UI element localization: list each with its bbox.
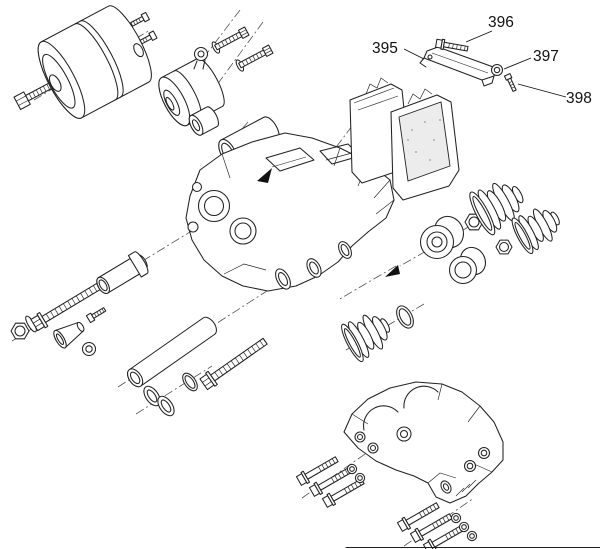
o-ring-small — [182, 372, 198, 392]
tapered-bush — [53, 321, 85, 349]
hex-plug — [495, 239, 513, 255]
actuator-fitting — [193, 46, 209, 70]
pad-retainer — [419, 46, 497, 87]
connector-piece — [188, 106, 219, 136]
mounting-stud — [234, 43, 275, 73]
o-ring-large — [396, 305, 414, 329]
assembly-arrow — [385, 265, 400, 277]
guide-bolt — [29, 279, 104, 333]
washer — [466, 530, 478, 542]
washer — [346, 463, 358, 475]
lock-washer — [490, 63, 504, 77]
guide-pin-boot-outer — [469, 182, 524, 236]
washer — [458, 521, 470, 533]
part-label-398: 398 — [566, 90, 592, 107]
pin-bushing — [448, 246, 486, 285]
guide-sleeve — [96, 251, 149, 294]
part-label-397: 397 — [533, 48, 559, 65]
guide-pin-boot-inner — [511, 208, 560, 255]
caliper-boot — [341, 314, 391, 363]
brake-pad-outer — [390, 88, 460, 201]
retainer-bolt — [435, 38, 469, 52]
carrier-bolt — [198, 334, 271, 392]
piston-bushing — [419, 215, 464, 260]
mounting-stud — [210, 25, 251, 55]
washer — [354, 472, 366, 484]
assembly-arrow — [257, 168, 272, 183]
caliper-body — [185, 132, 395, 292]
flat-washer — [81, 341, 97, 357]
label-leader-lines — [403, 30, 567, 98]
small-screw — [85, 307, 107, 324]
retainer-screw — [503, 73, 517, 92]
washer — [450, 512, 462, 524]
spring-brake-chamber — [13, 5, 158, 119]
part-label-395: 395 — [372, 40, 398, 57]
guide-pin-tube — [127, 316, 217, 388]
hex-nut — [10, 315, 37, 340]
carrier-bracket — [343, 381, 504, 504]
part-label-396: 396 — [488, 14, 514, 31]
